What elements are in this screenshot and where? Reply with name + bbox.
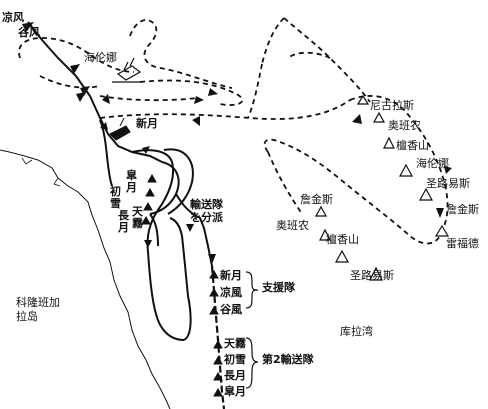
label-o-bannon-2: 奥班农: [276, 219, 309, 232]
label-helena: 海伦娜: [416, 157, 449, 170]
label-jenkins-1: 詹金斯: [300, 193, 333, 206]
support-ship-1: 新月: [220, 269, 242, 282]
arrowheads: [22, 22, 452, 264]
us-tracks: [18, 17, 449, 245]
label-satsuki: 皐月: [126, 169, 137, 194]
label-st-louis-1: 圣路易斯: [426, 177, 470, 190]
label-support-group: 支援隊: [262, 281, 295, 294]
coastline: [0, 149, 171, 409]
japanese-tracks: [27, 21, 213, 341]
transport-ship-3: 長月: [224, 369, 246, 382]
transport-ship-1: 天霧: [224, 337, 246, 350]
group-braces: [245, 271, 259, 389]
label-tanikaze: 谷风: [18, 26, 40, 39]
japanese-ship-markers: [141, 173, 223, 397]
transport-ship-4: 皐月: [224, 385, 246, 398]
label-jenkins-2: 詹金斯: [446, 203, 479, 216]
support-ship-3: 谷風: [220, 303, 242, 316]
label-o-bannon-1: 奥班农: [388, 119, 421, 132]
niizuki-hit-icon: [109, 117, 131, 141]
label-hatsuyuki: 初雪: [110, 185, 121, 210]
label-radford: 雷福德: [446, 237, 479, 250]
label-helena-sunk: 海伦娜: [84, 51, 117, 64]
label-transport-group-2: 第2輸送隊: [262, 353, 314, 366]
label-niizuki: 新月: [136, 117, 158, 130]
label-nagatsuki: 長月: [118, 209, 129, 234]
label-st-louis-2: 圣路易斯: [350, 269, 394, 282]
label-honolulu-2: 檀香山: [326, 233, 359, 246]
label-kula-gulf: 库拉湾: [340, 325, 373, 338]
label-nicholas: 尼古拉斯: [370, 99, 414, 112]
transport-ship-2: 初雪: [224, 353, 246, 366]
label-honolulu-1: 檀香山: [396, 139, 429, 152]
label-kolombangara: 科隆班加 拉岛: [16, 296, 60, 323]
support-ship-2: 凉風: [220, 286, 242, 299]
label-amagiri: 天霧: [132, 205, 143, 230]
coastline-detail: [21, 157, 61, 187]
label-transport-split: 輸送隊 を分派: [190, 198, 223, 224]
us-ship-markers: [314, 94, 450, 281]
label-suzukaze: 凉风: [2, 11, 24, 24]
sinking-ship-icon: [112, 57, 142, 83]
